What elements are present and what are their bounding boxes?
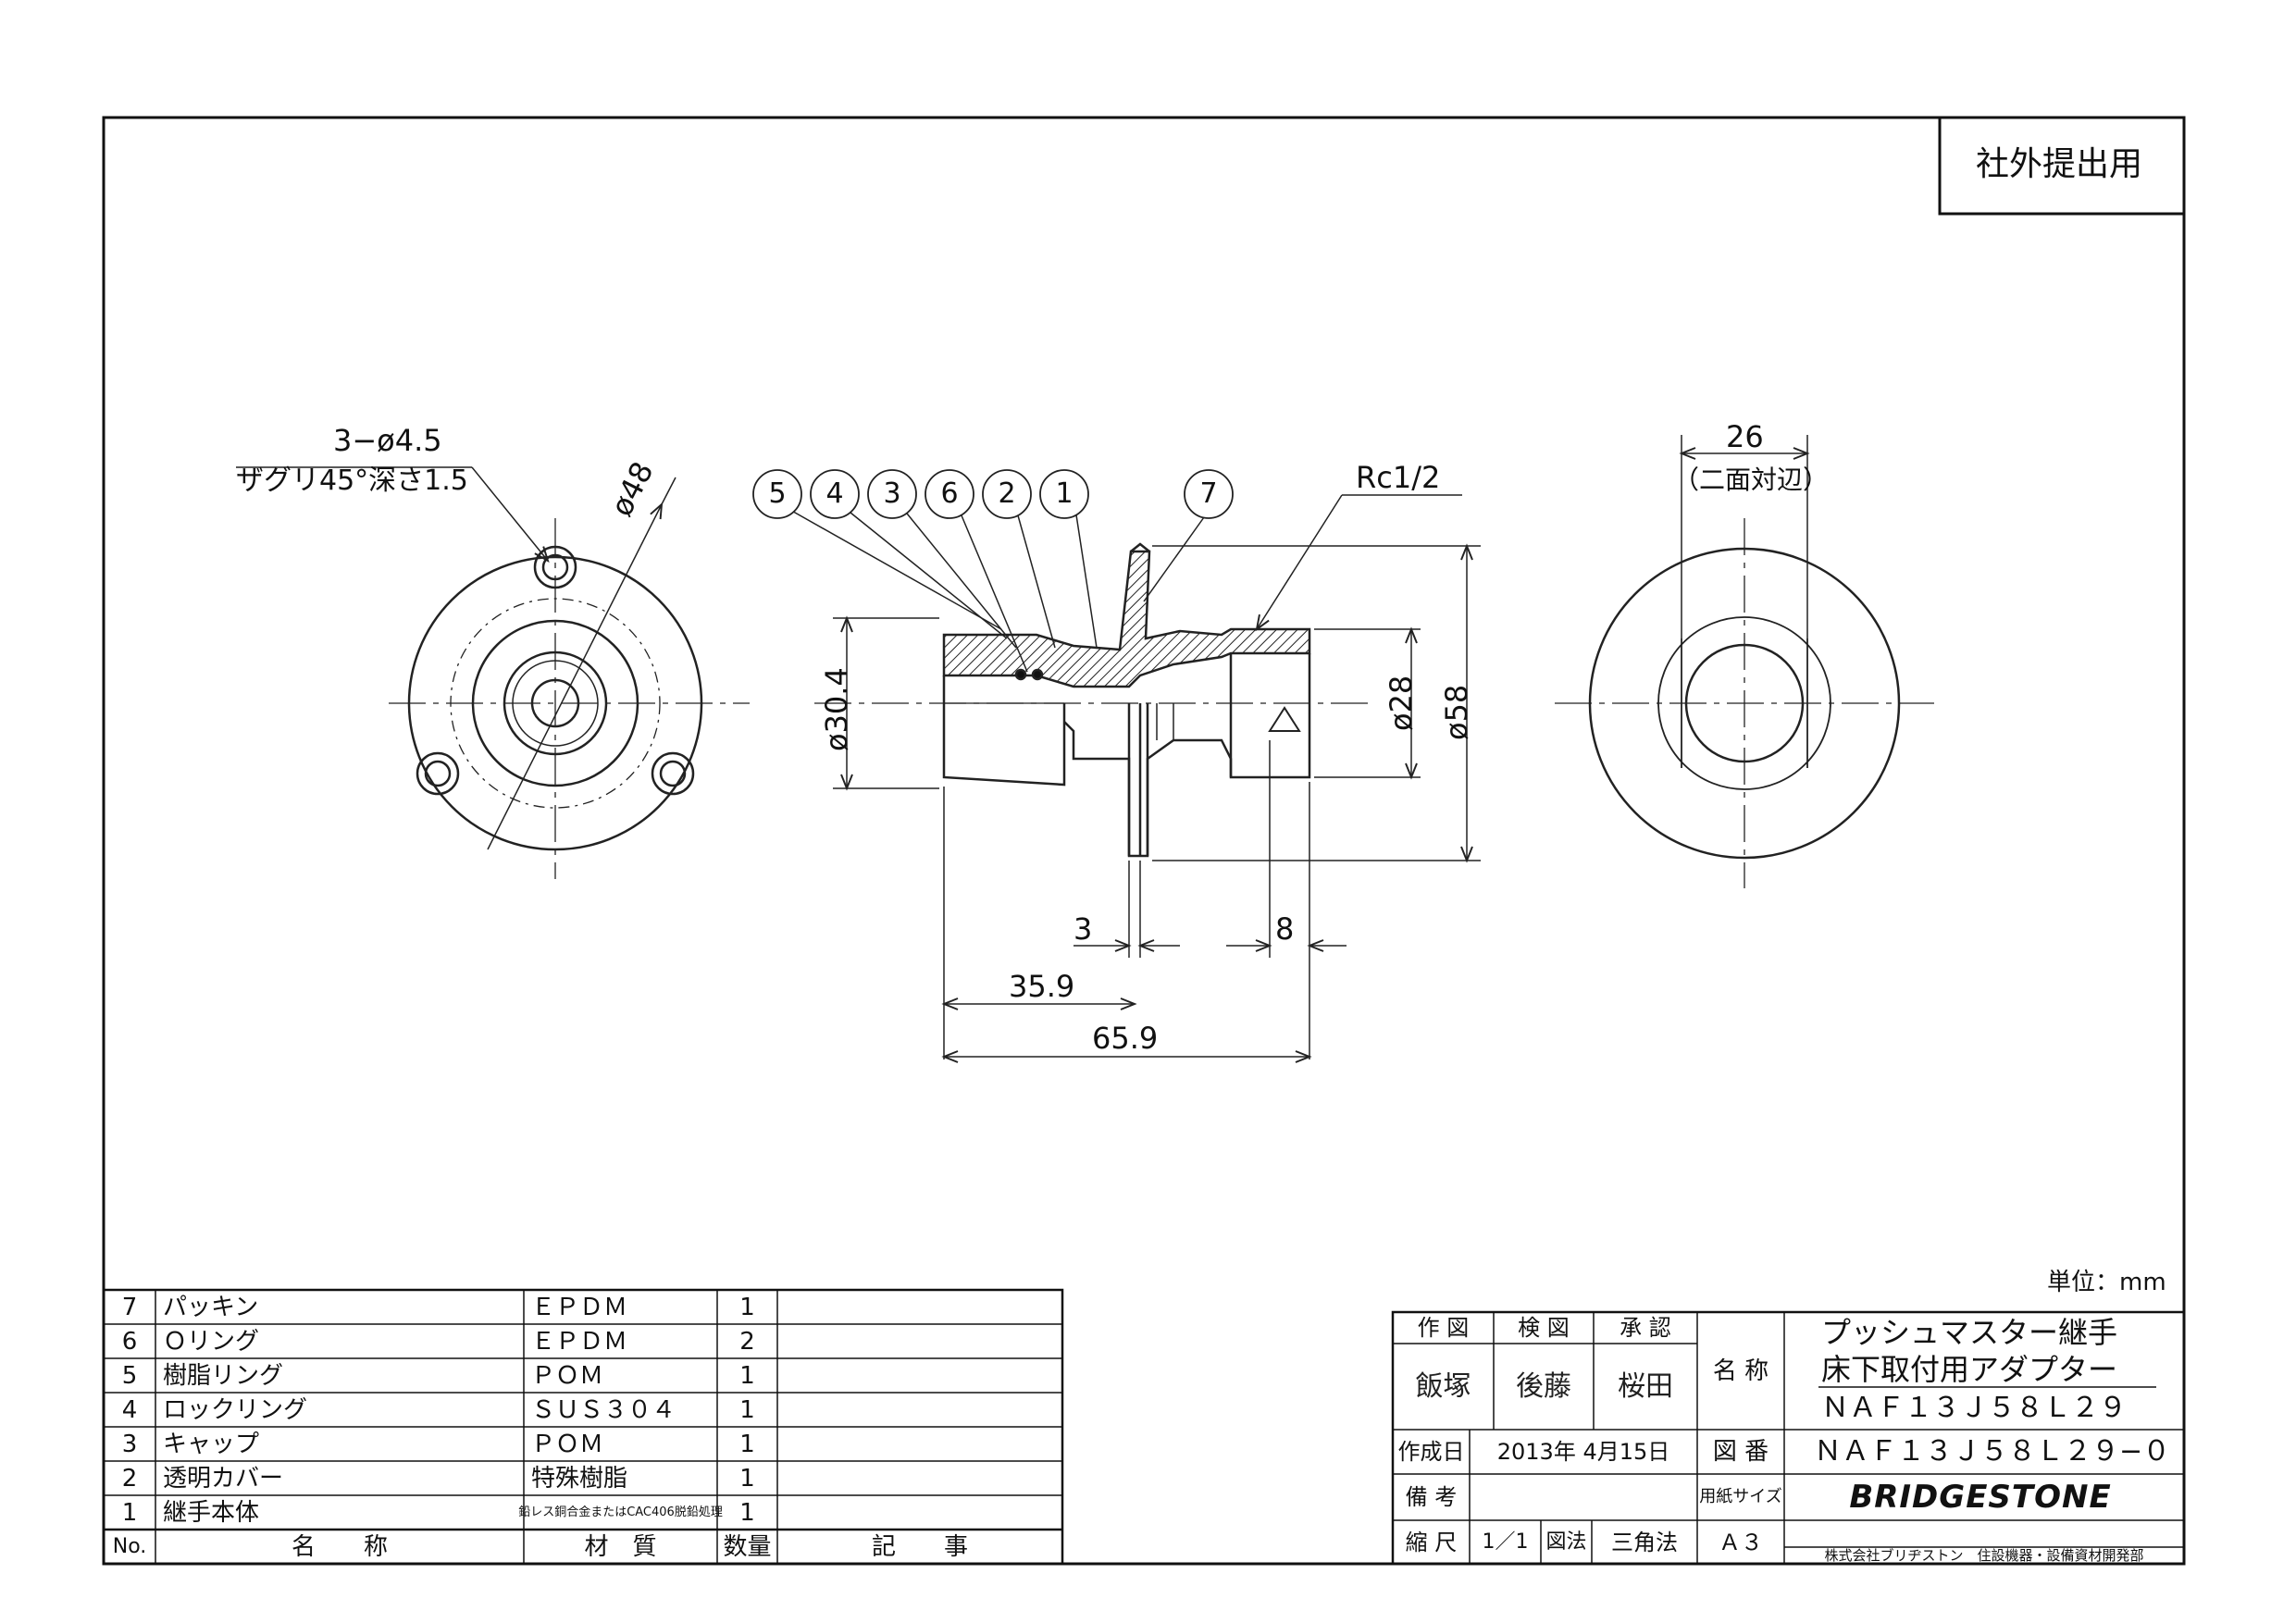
dia-28-label: ø28 [1384,675,1419,731]
product-code: ＮＡＦ１３Ｊ５８Ｌ２９ [1821,1392,2127,1424]
bridgestone-logo: BRIDGESTONE [1849,1479,2112,1516]
across-flats-label: （二面対辺） [1673,465,1830,495]
parts-row-name: キャップ [163,1430,260,1458]
parts-row-no: 4 [121,1395,138,1424]
balloon-1-label: 1 [1055,477,1074,510]
parts-header-no: No. [112,1534,147,1558]
balloon-3-label: 3 [883,477,901,510]
dia-30-4-label: ø30.4 [819,667,854,751]
sheet-border [102,116,2186,1566]
dim-35-9-label: 35.9 [1009,969,1075,1004]
dim-3-label: 3 [1074,911,1093,947]
paper-size-label: 用紙サイズ [1699,1487,1782,1506]
parts-row-note [785,1290,1059,1324]
balloon-4-label: 4 [825,477,844,510]
parts-row-no: 6 [121,1327,138,1356]
parts-row-name: Ｏリング [163,1327,260,1356]
parts-row-material: 鉛レス銅合金またはCAC406脱鉛処理 [518,1505,723,1519]
hole-spec-label: 3−ø4.5 [333,423,442,458]
parts-row-qty: 1 [739,1293,755,1321]
projection-value: 三角法 [1611,1529,1678,1555]
product-name-line2: 床下取付用アダプター [1821,1352,2118,1387]
name-label: 名 称 [1712,1357,1769,1385]
parts-row-qty: 1 [739,1361,755,1390]
parts-row-note [785,1358,1059,1393]
parts-row-no: 7 [121,1293,138,1321]
balloon-3 [867,469,917,519]
projection-label: 図法 [1545,1530,1587,1554]
submission-stamp: 社外提出用 [1976,145,2143,183]
checked-by-stamp: 後藤 [1516,1369,1571,1403]
submission-box [1938,118,2184,216]
balloon-2-label: 2 [998,477,1016,510]
parts-row-qty: 1 [739,1498,755,1527]
front-view [236,466,750,879]
balloon-7-label: 7 [1199,477,1218,510]
product-name-line1: プッシュマスター継手 [1821,1315,2118,1350]
parts-row-material: ＳＵＳ３０４ [531,1395,676,1424]
parts-row-note [785,1495,1059,1530]
dim-8-label: 8 [1275,911,1295,947]
parts-row-material: ＥＰＤＭ [531,1293,628,1321]
parts-row-note [785,1393,1059,1427]
drawing-no-value: ＮＡＦ１３Ｊ５８Ｌ２９−０ [1814,1435,2171,1468]
parts-row-qty: 1 [739,1395,755,1424]
dia-58-label: ø58 [1439,684,1474,740]
date-label: 作成日 [1397,1439,1465,1465]
parts-row-material: ＰＯＭ [531,1361,604,1390]
drawn-by-stamp: 飯塚 [1415,1369,1471,1403]
parts-row-note [785,1427,1059,1461]
remarks-label: 備 考 [1405,1484,1458,1510]
dim-65-9-label: 65.9 [1092,1021,1159,1056]
date-value: 2013年 4月15日 [1496,1439,1670,1465]
title-block-grid [1391,1310,2186,1566]
balloon-2 [982,469,1032,519]
parts-row-name: 透明カバー [163,1464,284,1493]
parts-header-note: 記 事 [871,1532,968,1561]
parts-table-grid [102,1288,1064,1566]
parts-row-name: パッキン [163,1293,259,1321]
paper-size-value: Ａ３ [1719,1529,1763,1555]
company-name: 株式会社ブリヂストン 住設機器・設備資材開発部 [1824,1546,2144,1564]
scale-label: 縮 尺 [1405,1529,1458,1555]
parts-row-name: 継手本体 [163,1498,260,1527]
parts-row-qty: 1 [739,1430,755,1458]
balloon-4 [810,469,860,519]
parts-row-name: 樹脂リング [163,1361,284,1390]
drawn-label: 作 図 [1417,1315,1470,1341]
parts-row-note [785,1461,1059,1495]
parts-row-no: 1 [121,1498,138,1527]
checked-label: 検 図 [1518,1315,1570,1341]
parts-row-qty: 1 [739,1464,755,1493]
counterbore-label: ザグリ45°深さ1.5 [236,465,468,497]
unit-label: 単位：mm [2047,1269,2166,1296]
parts-row-no: 3 [121,1430,138,1458]
parts-row-material: ＰＯＭ [531,1430,604,1458]
parts-row-no: 5 [121,1361,138,1390]
scale-value: 1／1 [1482,1530,1529,1554]
approved-by-stamp: 桜田 [1618,1369,1673,1403]
thread-label: Rc1/2 [1356,460,1441,495]
parts-header-material: 材 質 [584,1532,657,1561]
parts-row-material: 特殊樹脂 [531,1464,628,1493]
drawing-no-label: 図 番 [1712,1438,1769,1466]
parts-row-name: ロックリング [163,1395,308,1424]
balloon-1 [1039,469,1089,519]
parts-row-no: 2 [121,1464,138,1493]
balloon-5-label: 5 [768,477,787,510]
parts-header-name: 名 称 [291,1532,388,1561]
parts-row-qty: 2 [739,1327,755,1356]
parts-row-material: ＥＰＤＭ [531,1327,628,1356]
balloon-7 [1184,469,1234,519]
back-view [1555,435,1934,888]
balloon-5 [752,469,802,519]
dim-26-label: 26 [1726,419,1764,454]
section-view [752,469,1481,1063]
parts-header-qty: 数量 [723,1532,772,1561]
balloon-6-label: 6 [940,477,959,510]
approved-label: 承 認 [1620,1315,1671,1341]
parts-row-note [785,1324,1059,1358]
balloon-6 [925,469,974,519]
